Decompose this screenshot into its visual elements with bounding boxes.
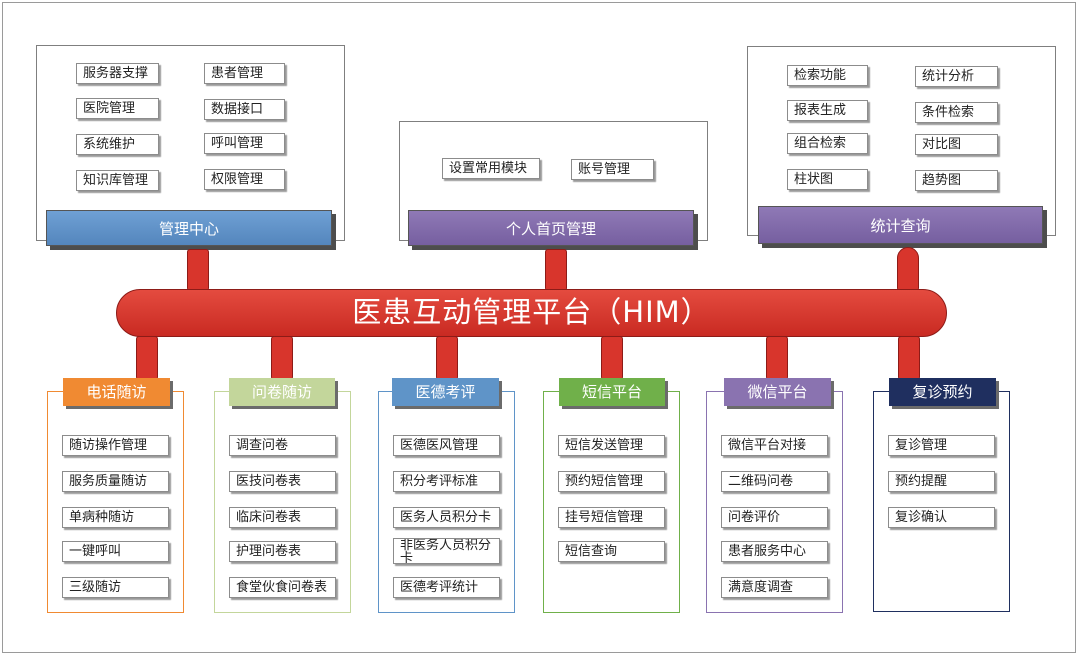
- module-header: 短信平台: [559, 378, 665, 406]
- module-column: [214, 391, 351, 613]
- connector: [271, 336, 293, 380]
- mgmt-item: 权限管理: [204, 169, 285, 190]
- stats-item: 统计分析: [915, 66, 998, 87]
- module-item: 调查问卷: [229, 435, 336, 456]
- stats-item: 对比图: [915, 134, 998, 155]
- module-header: 复诊预约: [889, 378, 996, 406]
- module-item: 一键呼叫: [62, 541, 169, 562]
- stats-item: 组合检索: [787, 133, 868, 154]
- module-header: 问卷随访: [229, 378, 335, 406]
- connector: [897, 247, 919, 291]
- module-item: 问卷评价: [721, 507, 828, 528]
- home-item: 账号管理: [571, 159, 654, 180]
- module-item: 医德医风管理: [393, 435, 500, 456]
- module-item: 积分考评标准: [393, 471, 500, 492]
- module-item: 二维码问卷: [721, 471, 828, 492]
- module-column: [543, 391, 680, 613]
- module-item: 服务质量随访: [62, 471, 169, 492]
- connector: [898, 336, 920, 380]
- module-header: 电话随访: [63, 378, 170, 406]
- module-column: [706, 391, 843, 613]
- module-item: 非医务人员积分卡: [393, 538, 500, 564]
- mgmt-item: 知识库管理: [76, 170, 159, 191]
- module-column: [873, 391, 1010, 612]
- mgmt-item: 医院管理: [76, 98, 159, 119]
- stats-item: 检索功能: [787, 65, 868, 86]
- module-item: 随访操作管理: [62, 435, 169, 456]
- module-item: 复诊确认: [888, 507, 995, 528]
- stats-item: 柱状图: [787, 169, 868, 190]
- mgmt-item: 系统维护: [76, 134, 159, 155]
- connector: [766, 336, 788, 380]
- module-item: 单病种随访: [62, 507, 169, 528]
- mgmt-item: 数据接口: [204, 99, 285, 120]
- module-item: 短信发送管理: [558, 435, 665, 456]
- module-column: [378, 391, 515, 613]
- module-item: 医技问卷表: [229, 471, 336, 492]
- module-header: 微信平台: [724, 378, 831, 406]
- connector: [136, 336, 158, 380]
- stats-item: 报表生成: [787, 100, 868, 121]
- mgmt-item: 呼叫管理: [204, 133, 285, 154]
- module-item: 医务人员积分卡: [393, 507, 500, 528]
- module-item: 医德考评统计: [393, 577, 500, 598]
- home-item: 设置常用模块: [442, 158, 540, 179]
- module-item: 挂号短信管理: [558, 507, 665, 528]
- module-item: 微信平台对接: [721, 435, 828, 456]
- mgmt-item: 服务器支撑: [76, 63, 159, 84]
- connector: [436, 336, 458, 380]
- module-item: 短信查询: [558, 541, 665, 562]
- connector: [187, 249, 209, 291]
- mgmt-header: 管理中心: [46, 210, 332, 246]
- stats-item: 条件检索: [915, 102, 998, 123]
- module-item: 预约短信管理: [558, 471, 665, 492]
- module-header: 医德考评: [392, 378, 499, 406]
- module-item: 护理问卷表: [229, 541, 336, 562]
- module-item: 临床问卷表: [229, 507, 336, 528]
- module-item: 患者服务中心: [721, 541, 828, 562]
- module-item: 食堂伙食问卷表: [229, 577, 336, 598]
- home-header: 个人首页管理: [408, 210, 694, 246]
- connector: [545, 249, 567, 291]
- stats-item: 趋势图: [915, 170, 998, 191]
- module-item: 三级随访: [62, 577, 169, 598]
- module-item: 满意度调查: [721, 577, 828, 598]
- platform-bus: 医患互动管理平台（HIM）: [116, 289, 947, 337]
- module-item: 复诊管理: [888, 435, 995, 456]
- stats-header: 统计查询: [758, 206, 1043, 244]
- connector: [601, 336, 623, 380]
- mgmt-item: 患者管理: [204, 63, 285, 84]
- module-item: 预约提醒: [888, 471, 995, 492]
